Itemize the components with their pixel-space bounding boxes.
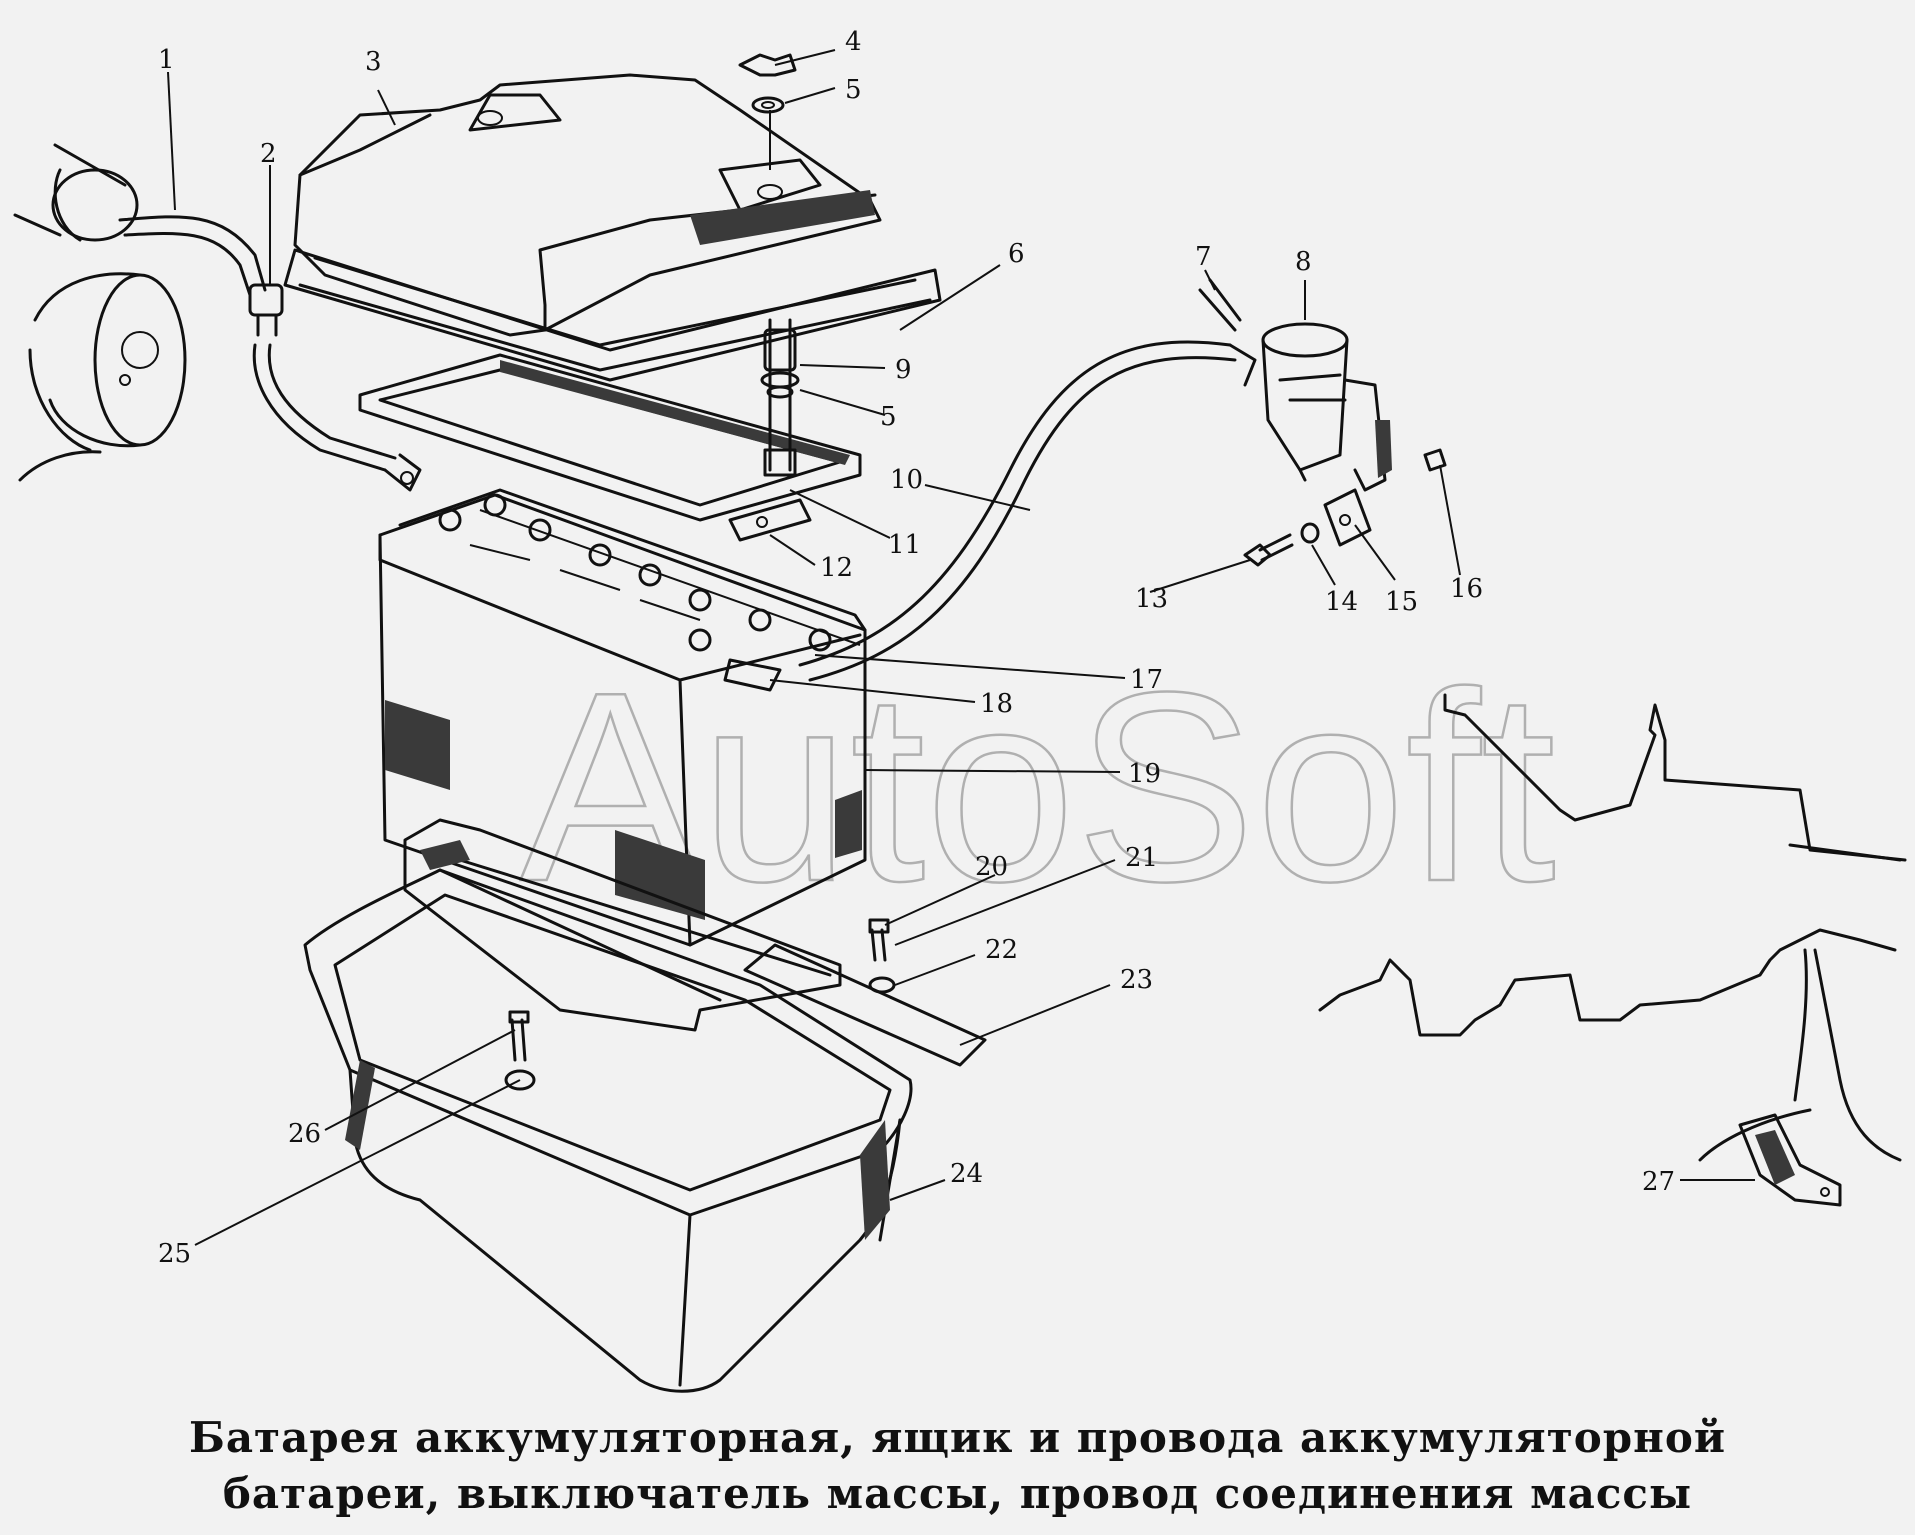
callout-19: 19 <box>1128 759 1161 789</box>
bolt-21 <box>868 918 890 962</box>
mass-switch <box>1198 278 1392 492</box>
callout-21: 21 <box>1125 843 1158 873</box>
gasket <box>358 353 862 522</box>
callout-10: 10 <box>890 465 923 495</box>
wing-nut <box>738 53 797 170</box>
callout-22: 22 <box>985 935 1018 965</box>
callout-17: 17 <box>1130 665 1163 695</box>
bolt-26 <box>504 1010 536 1091</box>
starter-cable <box>118 215 422 492</box>
caption-line-2: батареи, выключатель массы, провод соеди… <box>222 1469 1693 1518</box>
callout-1: 1 <box>158 45 175 75</box>
callout-9: 9 <box>895 355 912 385</box>
callout-15: 15 <box>1385 587 1418 617</box>
washer-22 <box>868 976 896 994</box>
callout-16: 16 <box>1450 574 1483 604</box>
callout-25: 25 <box>158 1239 191 1269</box>
holder-plate <box>403 818 842 1032</box>
callout-6: 6 <box>1008 239 1025 269</box>
callout-3: 3 <box>365 47 382 77</box>
bracket-27 <box>1738 1113 1842 1207</box>
callout-12: 12 <box>820 553 853 583</box>
callout-20: 20 <box>975 852 1008 882</box>
callout-8: 8 <box>1295 247 1312 277</box>
washer-14 <box>1300 522 1320 544</box>
tie-rod <box>728 318 812 542</box>
callout-11: 11 <box>888 530 921 560</box>
callout-14: 14 <box>1325 587 1358 617</box>
strap-23 <box>743 943 987 1067</box>
callout-5b: 5 <box>880 402 897 432</box>
battery <box>378 488 867 947</box>
nut-16 <box>1423 448 1447 472</box>
battery-tray <box>303 868 913 1393</box>
callout-27: 27 <box>1642 1167 1675 1197</box>
callout-18: 18 <box>980 689 1013 719</box>
leader-lines <box>167 49 1755 1246</box>
battery-terminals <box>438 493 861 652</box>
battery-lid <box>293 73 882 337</box>
starter-motor <box>13 143 187 482</box>
bracket-15 <box>1323 488 1372 547</box>
switch-cable <box>798 340 1257 682</box>
callout-labels: 1 2 3 4 5 6 7 8 9 5 10 11 12 13 14 15 16… <box>158 27 1675 1269</box>
callout-23: 23 <box>1120 965 1153 995</box>
callout-13: 13 <box>1135 584 1168 614</box>
callout-26: 26 <box>288 1119 321 1149</box>
callout-24: 24 <box>950 1159 983 1189</box>
callout-2: 2 <box>260 139 277 169</box>
callout-7: 7 <box>1195 242 1212 272</box>
caption-line-1: Батарея аккумуляторная, ящик и провода а… <box>188 1413 1727 1462</box>
clamp-frame <box>283 248 942 382</box>
callout-5a: 5 <box>845 75 862 105</box>
diagram-caption: Батарея аккумуляторная, ящик и провода а… <box>0 1410 1915 1522</box>
bolt-13 <box>1243 533 1294 567</box>
chassis-sketch <box>1318 693 1907 1162</box>
callout-4: 4 <box>845 27 862 57</box>
